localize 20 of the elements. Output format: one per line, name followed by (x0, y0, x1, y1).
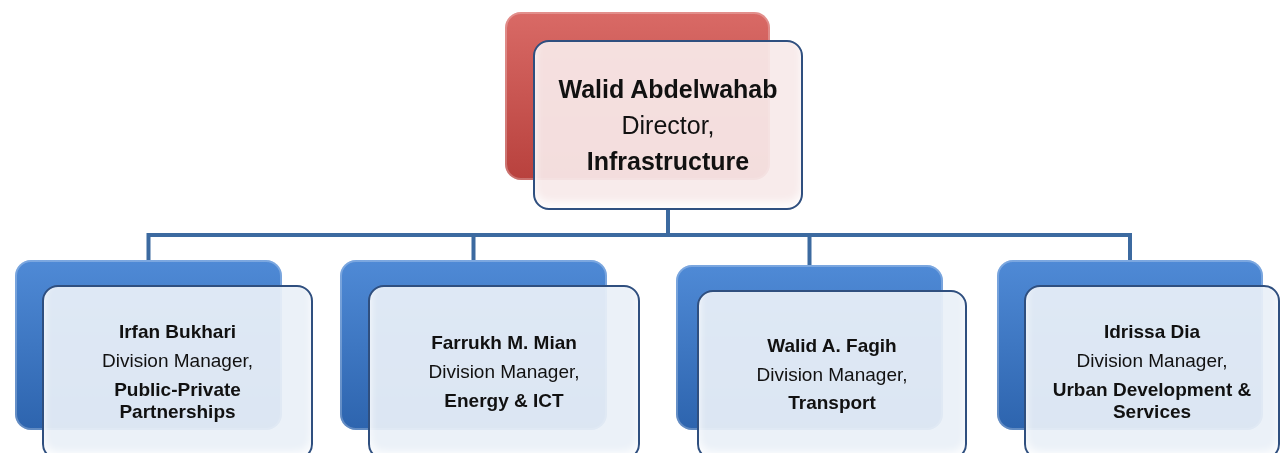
job-title: Division Manager, (756, 363, 908, 387)
department-name: Transport (788, 392, 876, 416)
department-name: Urban Development & Services (1051, 378, 1253, 425)
job-title: Division Manager, (1076, 349, 1228, 373)
person-name: Irfan Bukhari (118, 320, 237, 344)
org-chart-card (15, 260, 313, 453)
department-name: Infrastructure (586, 146, 750, 176)
org-chart-card (676, 265, 967, 453)
job-title: Director, (621, 110, 715, 140)
department-name: Public-Private Partnerships (113, 378, 242, 425)
person-name: Idrissa Dia (1103, 320, 1201, 344)
org-chart-card (505, 12, 803, 210)
job-title: Division Manager, (428, 361, 580, 384)
org-chart-card (997, 260, 1280, 453)
person-name: Walid A. Fagih (767, 334, 897, 358)
person-name: Walid Abdelwahab (558, 74, 778, 104)
department-name: Energy & ICT (444, 389, 564, 413)
org-chart-card (340, 260, 640, 453)
job-title: Division Manager, (102, 349, 253, 373)
person-name: Farrukh M. Mian (431, 332, 577, 356)
